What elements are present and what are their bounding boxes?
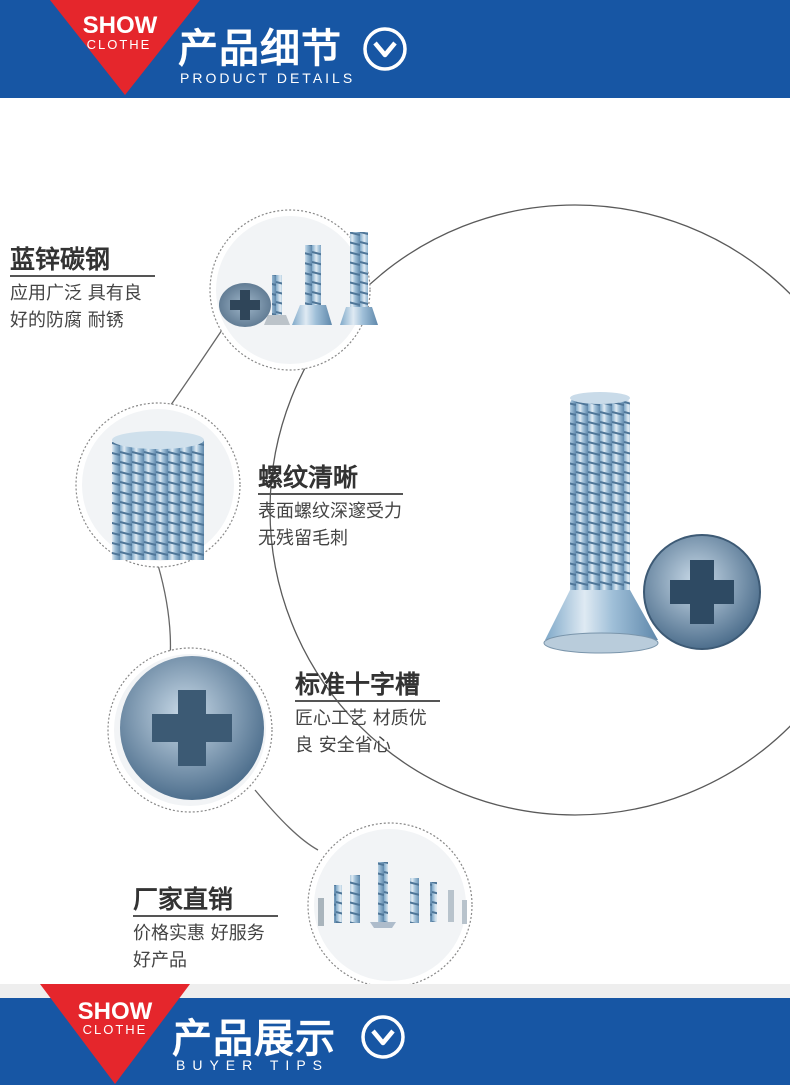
screw-head-image xyxy=(643,534,761,650)
feature-title-threads: 螺纹清晰 xyxy=(258,463,359,492)
guide-circle xyxy=(269,204,790,816)
feature-title-factory-direct: 厂家直销 xyxy=(133,885,234,914)
separator-strip xyxy=(0,984,790,998)
feature-desc-factory-direct: 价格实惠 好服务 好产品 xyxy=(133,923,265,971)
section-title-product-display: 产品展示 xyxy=(172,1016,336,1062)
detail-circle-cross-slot xyxy=(107,647,273,813)
feature-divider xyxy=(295,700,440,702)
detail-circle-material xyxy=(209,209,378,371)
section-title-product-details: 产品细节 xyxy=(178,26,342,72)
chevron-down-circle-icon xyxy=(363,27,407,71)
tag-clothe-label: CLOTHE xyxy=(86,37,152,52)
feature-title-material: 蓝锌碳钢 xyxy=(10,245,111,274)
main-screw-image xyxy=(543,392,659,654)
detail-circle-threads xyxy=(75,402,241,568)
feature-desc-cross-slot: 匠心工艺 材质优 良 安全省心 xyxy=(295,708,427,756)
section-subtitle-buyer-tips: BUYER TIPS xyxy=(176,1057,329,1073)
feature-desc-material: 应用广泛 具有良 好的防腐 耐锈 xyxy=(10,283,142,331)
show-clothe-tag-top xyxy=(50,0,200,95)
section-subtitle-product-details: PRODUCT DETAILS xyxy=(180,70,356,86)
show-clothe-tag-bottom xyxy=(40,984,190,1084)
feature-divider xyxy=(10,275,155,277)
feature-divider xyxy=(258,493,403,495)
feature-title-cross-slot: 标准十字槽 xyxy=(295,670,421,699)
tag-clothe-label: CLOTHE xyxy=(82,1022,148,1037)
tag-show-label: SHOW xyxy=(77,998,153,1025)
chevron-down-circle-icon xyxy=(361,1015,405,1059)
detail-circle-lineup xyxy=(307,822,473,988)
feature-desc-threads: 表面螺纹深邃受力 无残留毛刺 xyxy=(258,501,402,549)
feature-divider xyxy=(133,915,278,917)
tag-show-label: SHOW xyxy=(82,12,158,39)
